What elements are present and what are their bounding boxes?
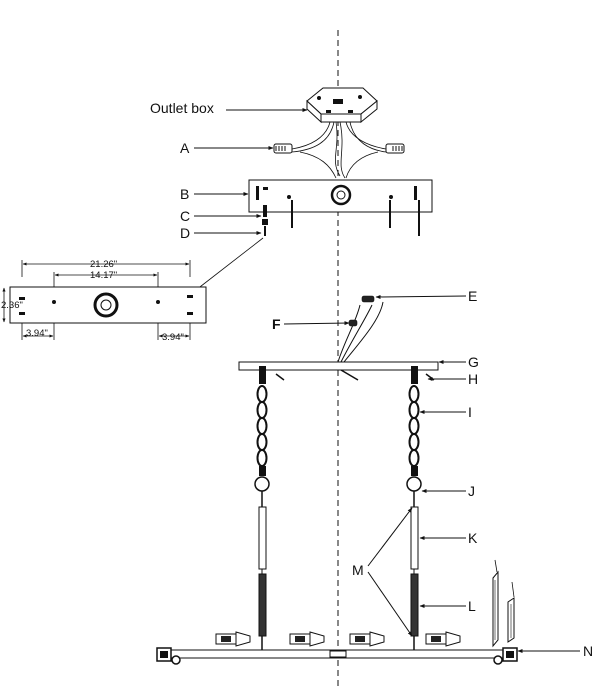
label-l: L (468, 598, 476, 614)
plate-detail-view (2, 260, 207, 340)
candle-2 (289, 631, 325, 647)
label-outlet-box: Outlet box (150, 100, 214, 116)
outlet-box (306, 87, 378, 124)
dim-plate-depth: 2.36" (1, 300, 23, 311)
candle-3 (349, 631, 385, 647)
rod-left (258, 506, 267, 650)
label-d: D (180, 225, 190, 241)
label-f: F (272, 316, 281, 332)
power-cord (337, 295, 384, 363)
candle-lights (215, 631, 461, 647)
wire-connector-right (385, 143, 405, 154)
glass-panels (492, 559, 515, 648)
supply-wires (291, 121, 387, 179)
candle-1 (215, 631, 251, 647)
chain-right (406, 366, 422, 507)
label-m: M (352, 562, 364, 578)
label-n: N (583, 643, 593, 659)
mounting-screws (262, 200, 420, 236)
label-i: I (468, 404, 472, 420)
label-c: C (180, 208, 190, 224)
chain-left (254, 366, 270, 507)
rod-right (410, 506, 419, 650)
label-k: K (468, 530, 478, 546)
label-b: B (180, 186, 189, 202)
dim-hole-spacing: 14.17" (90, 270, 117, 281)
candle-4 (425, 631, 461, 647)
dim-left-offset: 3.94" (26, 328, 48, 339)
mounting-plate (248, 179, 433, 213)
label-a: A (180, 140, 190, 156)
dim-overall-length: 21.26" (90, 259, 117, 270)
label-e: E (468, 288, 477, 304)
label-h: H (468, 371, 478, 387)
dim-right-offset: 3.94" (162, 332, 184, 343)
bottom-bar (156, 647, 518, 665)
wire-connector-left (273, 143, 293, 154)
label-g: G (468, 354, 479, 370)
label-j: J (468, 483, 475, 499)
